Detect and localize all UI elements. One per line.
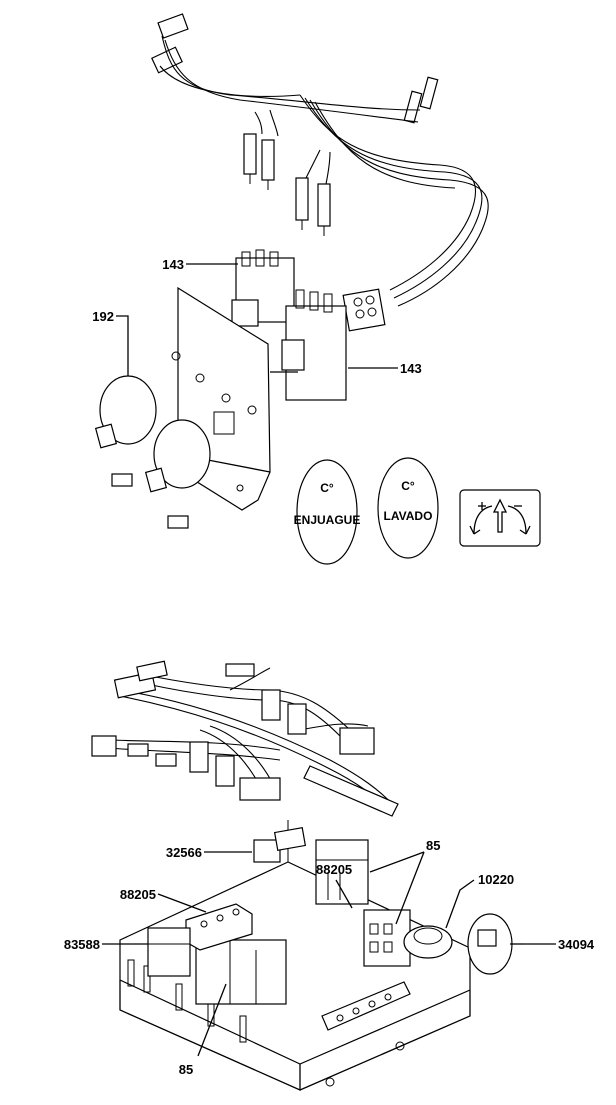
badge-unit: C°: [401, 479, 415, 493]
contactor-center: [315, 839, 369, 905]
callout-10220: 10220: [445, 872, 514, 929]
terminal-block-88205: [185, 903, 253, 951]
badge-rinse: C° ENJUAGUE: [294, 459, 361, 565]
relay-83588: [147, 927, 191, 977]
callout-label: 88205: [120, 887, 156, 902]
callout-label: 88205: [316, 862, 352, 877]
wire-harness-top: [151, 13, 489, 332]
wire-harness-bottom: [91, 660, 399, 817]
callout-label: 34094: [558, 937, 595, 952]
knob-indicator-small-2: [167, 515, 189, 529]
callout-34094: 34094: [524, 937, 595, 952]
plug-34094: [467, 913, 524, 975]
callout-label: 83588: [64, 937, 100, 952]
callout-32566: 32566: [166, 845, 252, 860]
badge-label: LAVADO: [384, 509, 433, 523]
callout-192: 192: [92, 309, 129, 376]
callout-85-bottom: 85: [179, 983, 227, 1077]
callout-label: 10220: [478, 872, 514, 887]
callout-83588: 83588: [64, 937, 148, 952]
terminal-strip-bottom: [321, 981, 411, 1087]
callout-85-top: 85: [369, 838, 440, 925]
callout-88205-center: 88205: [316, 862, 353, 909]
relay-32566: [253, 827, 307, 863]
adjust-plus-minus-icon: [459, 489, 541, 547]
callout-143-right: 143: [348, 361, 422, 376]
badge-unit: C°: [320, 481, 334, 495]
knob-rinse: [94, 375, 157, 449]
callout-label: 85: [426, 838, 440, 853]
callout-88205-left: 88205: [120, 887, 207, 913]
knob-wash: [144, 419, 211, 493]
thermostat-switch-right: [270, 289, 347, 401]
callout-label: 192: [92, 309, 114, 324]
thermostat-switch-left: [231, 249, 295, 327]
callout-label: 143: [400, 361, 422, 376]
callout-143-top: 143: [162, 257, 238, 272]
knob-indicator-small-1: [111, 473, 133, 487]
badge-wash: C° LAVADO: [377, 457, 439, 559]
badge-label: ENJUAGUE: [294, 513, 361, 527]
pressure-switch-10220: [403, 925, 453, 959]
contactor-left: [195, 939, 287, 1005]
contactor-right: [363, 909, 411, 967]
callout-label: 32566: [166, 845, 202, 860]
callout-label: 85: [179, 1062, 193, 1077]
callout-label: 143: [162, 257, 184, 272]
